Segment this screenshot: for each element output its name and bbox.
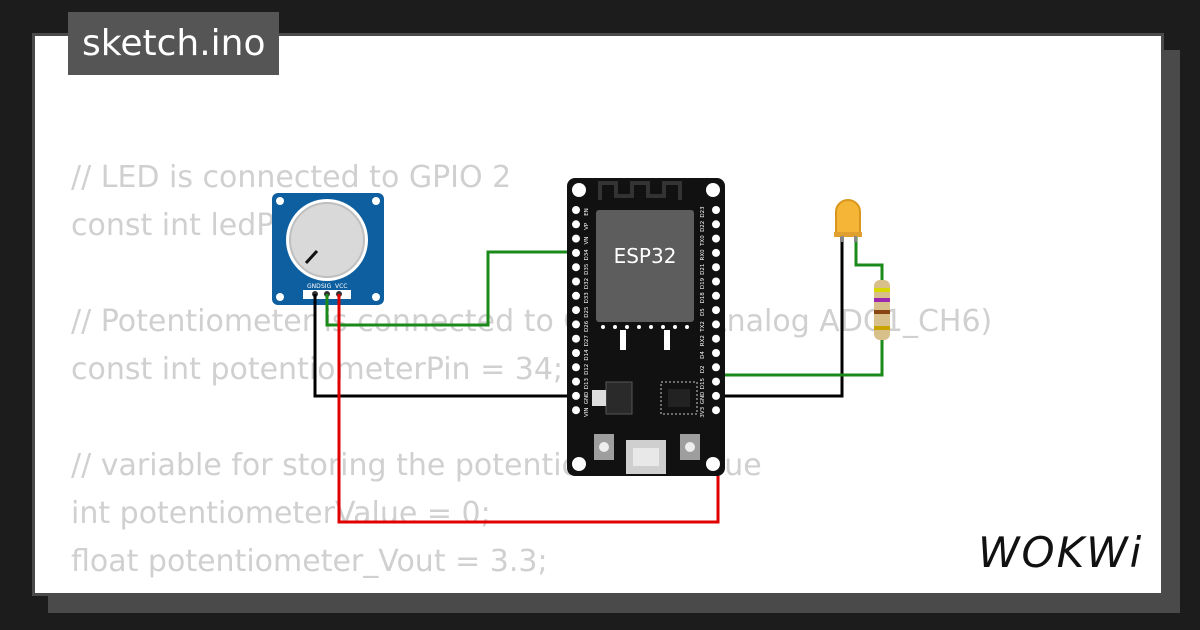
esp32-pin-d19[interactable] — [712, 277, 720, 286]
esp32-pin-label: D34 — [584, 249, 590, 261]
esp32-pin-label: D26 — [584, 320, 590, 332]
esp32-pin-d22[interactable] — [712, 220, 720, 229]
code-line: // Potentiometer is connected to GPIO 34… — [71, 304, 993, 339]
esp32-pin-d13[interactable] — [572, 377, 580, 386]
code-line: float potentiometer_Vout = 3.3; — [71, 544, 548, 579]
wire-gnd-black-led[interactable] — [718, 236, 844, 398]
esp32-pin-d23[interactable] — [712, 206, 720, 214]
esp32-pin-label: RX2 — [700, 335, 706, 346]
esp32-pin-label: D25 — [584, 306, 590, 318]
esp32-pin-rx0[interactable] — [712, 248, 720, 257]
esp32-pin-d21[interactable] — [712, 263, 720, 272]
esp32-pin-label: D33 — [584, 292, 590, 304]
esp32-pin-label: D15 — [700, 377, 706, 389]
wokwi-logo: WOKWi — [978, 528, 1144, 577]
esp32-pin-label: D35 — [584, 263, 590, 275]
wire-signal-green[interactable] — [325, 250, 578, 327]
esp32-pin-d14[interactable] — [572, 349, 580, 357]
esp32-pin-d12[interactable] — [572, 363, 580, 372]
esp32-pin-label: D23 — [700, 206, 706, 218]
wire-led-green-bottom[interactable] — [716, 340, 884, 377]
pot-pin-sig-label: SIG — [321, 283, 332, 290]
esp32-pin-label: GND — [700, 392, 706, 405]
esp32-pin-label: TX2 — [700, 321, 706, 333]
esp32-pin-label: D13 — [584, 377, 590, 389]
esp32-chip — [596, 210, 694, 322]
esp32-pin-d33[interactable] — [572, 291, 580, 300]
file-tab[interactable]: sketch.ino — [68, 12, 280, 75]
esp32-pin-gnd[interactable] — [712, 391, 720, 400]
esp32-pin-d35[interactable] — [572, 263, 580, 272]
esp32-pin-d32[interactable] — [572, 277, 580, 286]
esp32-pin-d25[interactable] — [572, 306, 580, 315]
esp32-pin-d15[interactable] — [712, 377, 720, 386]
esp32-pin-label: GND — [584, 392, 590, 405]
esp32-pin-label: D27 — [584, 335, 590, 347]
esp32-pin-label: RX0 — [700, 249, 706, 261]
code-line: // LED is connected to GPIO 2 — [71, 160, 512, 195]
esp32-pin-d2[interactable] — [712, 363, 720, 372]
code-line: int potentiometerValue = 0; — [71, 496, 491, 531]
led[interactable] — [834, 199, 862, 242]
knob[interactable] — [289, 202, 365, 278]
esp32-pin-label: D22 — [700, 221, 706, 232]
esp32-pin-tx0[interactable] — [712, 234, 720, 243]
esp32-pin-rx2[interactable] — [712, 334, 720, 343]
esp32-pin-d5[interactable] — [712, 306, 720, 315]
esp32-pin-label: D32 — [584, 278, 590, 289]
esp32-pin-label: EN — [584, 208, 590, 216]
esp32-pin-en[interactable] — [572, 206, 580, 214]
pot-pin-gnd-label: GND — [307, 283, 321, 290]
esp32-pin-vn[interactable] — [572, 234, 580, 243]
esp32-pin-label: D12 — [584, 364, 590, 375]
esp32-pin-tx2[interactable] — [712, 320, 720, 329]
esp32-pin-d27[interactable] — [572, 334, 580, 343]
esp32-pin-label: D2 — [700, 365, 706, 373]
esp32-pin-label: D21 — [700, 264, 706, 275]
esp32-pin-d18[interactable] — [712, 291, 720, 300]
esp32-pin-d4[interactable] — [712, 349, 720, 357]
esp32-pin-label: VIN — [584, 407, 590, 417]
esp32-pin-label: D14 — [584, 349, 590, 361]
esp32-pin-vp[interactable] — [572, 220, 580, 229]
esp32-pin-label: D18 — [700, 292, 706, 304]
esp32-pin-label: D19 — [700, 277, 706, 289]
resistor[interactable] — [874, 280, 890, 340]
esp32-label: ESP32 — [614, 244, 677, 268]
esp32-pin-d26[interactable] — [572, 320, 580, 329]
esp32-pin-vin[interactable] — [572, 406, 580, 415]
esp32-pin-3v3[interactable] — [712, 406, 720, 415]
esp32-pin-label: 3V3 — [700, 406, 706, 417]
esp32-pin-label: VN — [584, 237, 590, 245]
knob-indicator — [304, 249, 319, 265]
esp32-pin-gnd[interactable] — [572, 391, 580, 400]
esp32-pin-label: VP — [584, 222, 590, 230]
esp32-pin-label: D5 — [700, 308, 706, 316]
wire-gnd-black-pot[interactable] — [313, 294, 578, 398]
wire-led-green-top[interactable] — [854, 236, 884, 280]
esp32-board[interactable] — [567, 178, 725, 476]
esp32-pin-d34[interactable] — [572, 248, 580, 257]
pot-pin-vcc-label: VCC — [335, 283, 347, 290]
esp32-pin-label: D4 — [700, 351, 706, 359]
esp32-right-pin-header: D23D22TX0RX0D21D19D18D5TX2RX2D4D2D15GND3… — [700, 206, 720, 418]
esp32-pin-label: TX0 — [700, 235, 706, 247]
